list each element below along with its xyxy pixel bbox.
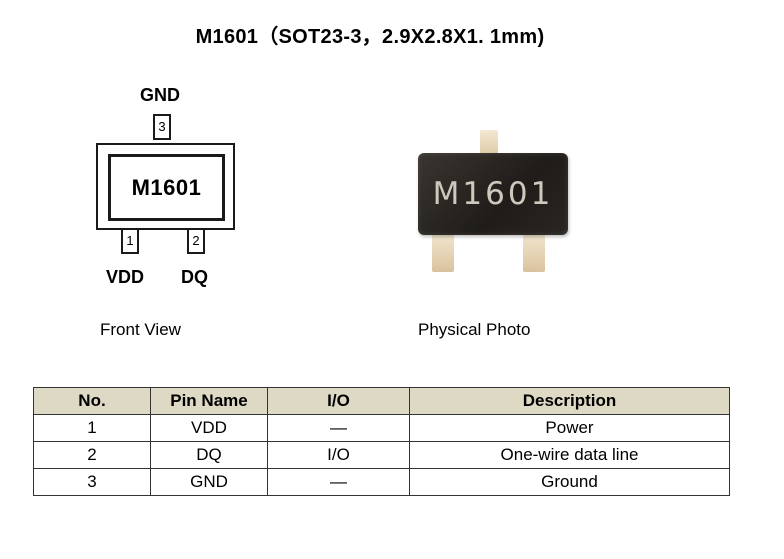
table-row: 3 GND — Ground xyxy=(33,468,730,496)
chip-body: M1601 xyxy=(418,153,568,235)
package-outline: M1601 xyxy=(96,143,235,230)
header-description: Description xyxy=(409,387,730,415)
cell-io: — xyxy=(267,414,410,442)
front-view-diagram: GND 3 M1601 1 2 VDD DQ xyxy=(90,80,250,295)
cell-io: — xyxy=(267,468,410,496)
pin2-box: 2 xyxy=(187,228,205,254)
pin3-name-label: GND xyxy=(140,85,180,105)
cell-no: 1 xyxy=(33,414,151,442)
pin3-box: 3 xyxy=(153,114,171,140)
cell-no: 3 xyxy=(33,468,151,496)
pin-table: No. Pin Name I/O Description 1 VDD — Pow… xyxy=(33,387,730,496)
cell-pin-name: GND xyxy=(150,468,268,496)
table-row: 2 DQ I/O One-wire data line xyxy=(33,441,730,469)
header-pin-name: Pin Name xyxy=(150,387,268,415)
chip-label: M1601 xyxy=(108,154,225,221)
top-lead xyxy=(480,130,498,160)
header-io: I/O xyxy=(267,387,410,415)
page-title: M1601（SOT23-3，2.9X2.8X1. 1mm) xyxy=(195,26,545,48)
pin1-name-label: VDD xyxy=(106,267,145,287)
pin1-box: 1 xyxy=(121,228,139,254)
table-header-row: No. Pin Name I/O Description xyxy=(33,387,730,415)
left-lead xyxy=(432,230,454,272)
cell-description: One-wire data line xyxy=(409,441,730,469)
pin2-name-label: DQ xyxy=(181,267,208,287)
cell-description: Power xyxy=(409,414,730,442)
cell-description: Ground xyxy=(409,468,730,496)
right-lead xyxy=(523,230,545,272)
front-view-caption: Front View xyxy=(100,320,181,339)
physical-photo-caption: Physical Photo xyxy=(418,320,531,339)
chip-marking: M1601 xyxy=(432,176,554,212)
header-no: No. xyxy=(33,387,151,415)
physical-photo: M1601 xyxy=(410,125,580,280)
cell-pin-name: DQ xyxy=(150,441,268,469)
cell-no: 2 xyxy=(33,441,151,469)
table-row: 1 VDD — Power xyxy=(33,414,730,442)
cell-io: I/O xyxy=(267,441,410,469)
cell-pin-name: VDD xyxy=(150,414,268,442)
